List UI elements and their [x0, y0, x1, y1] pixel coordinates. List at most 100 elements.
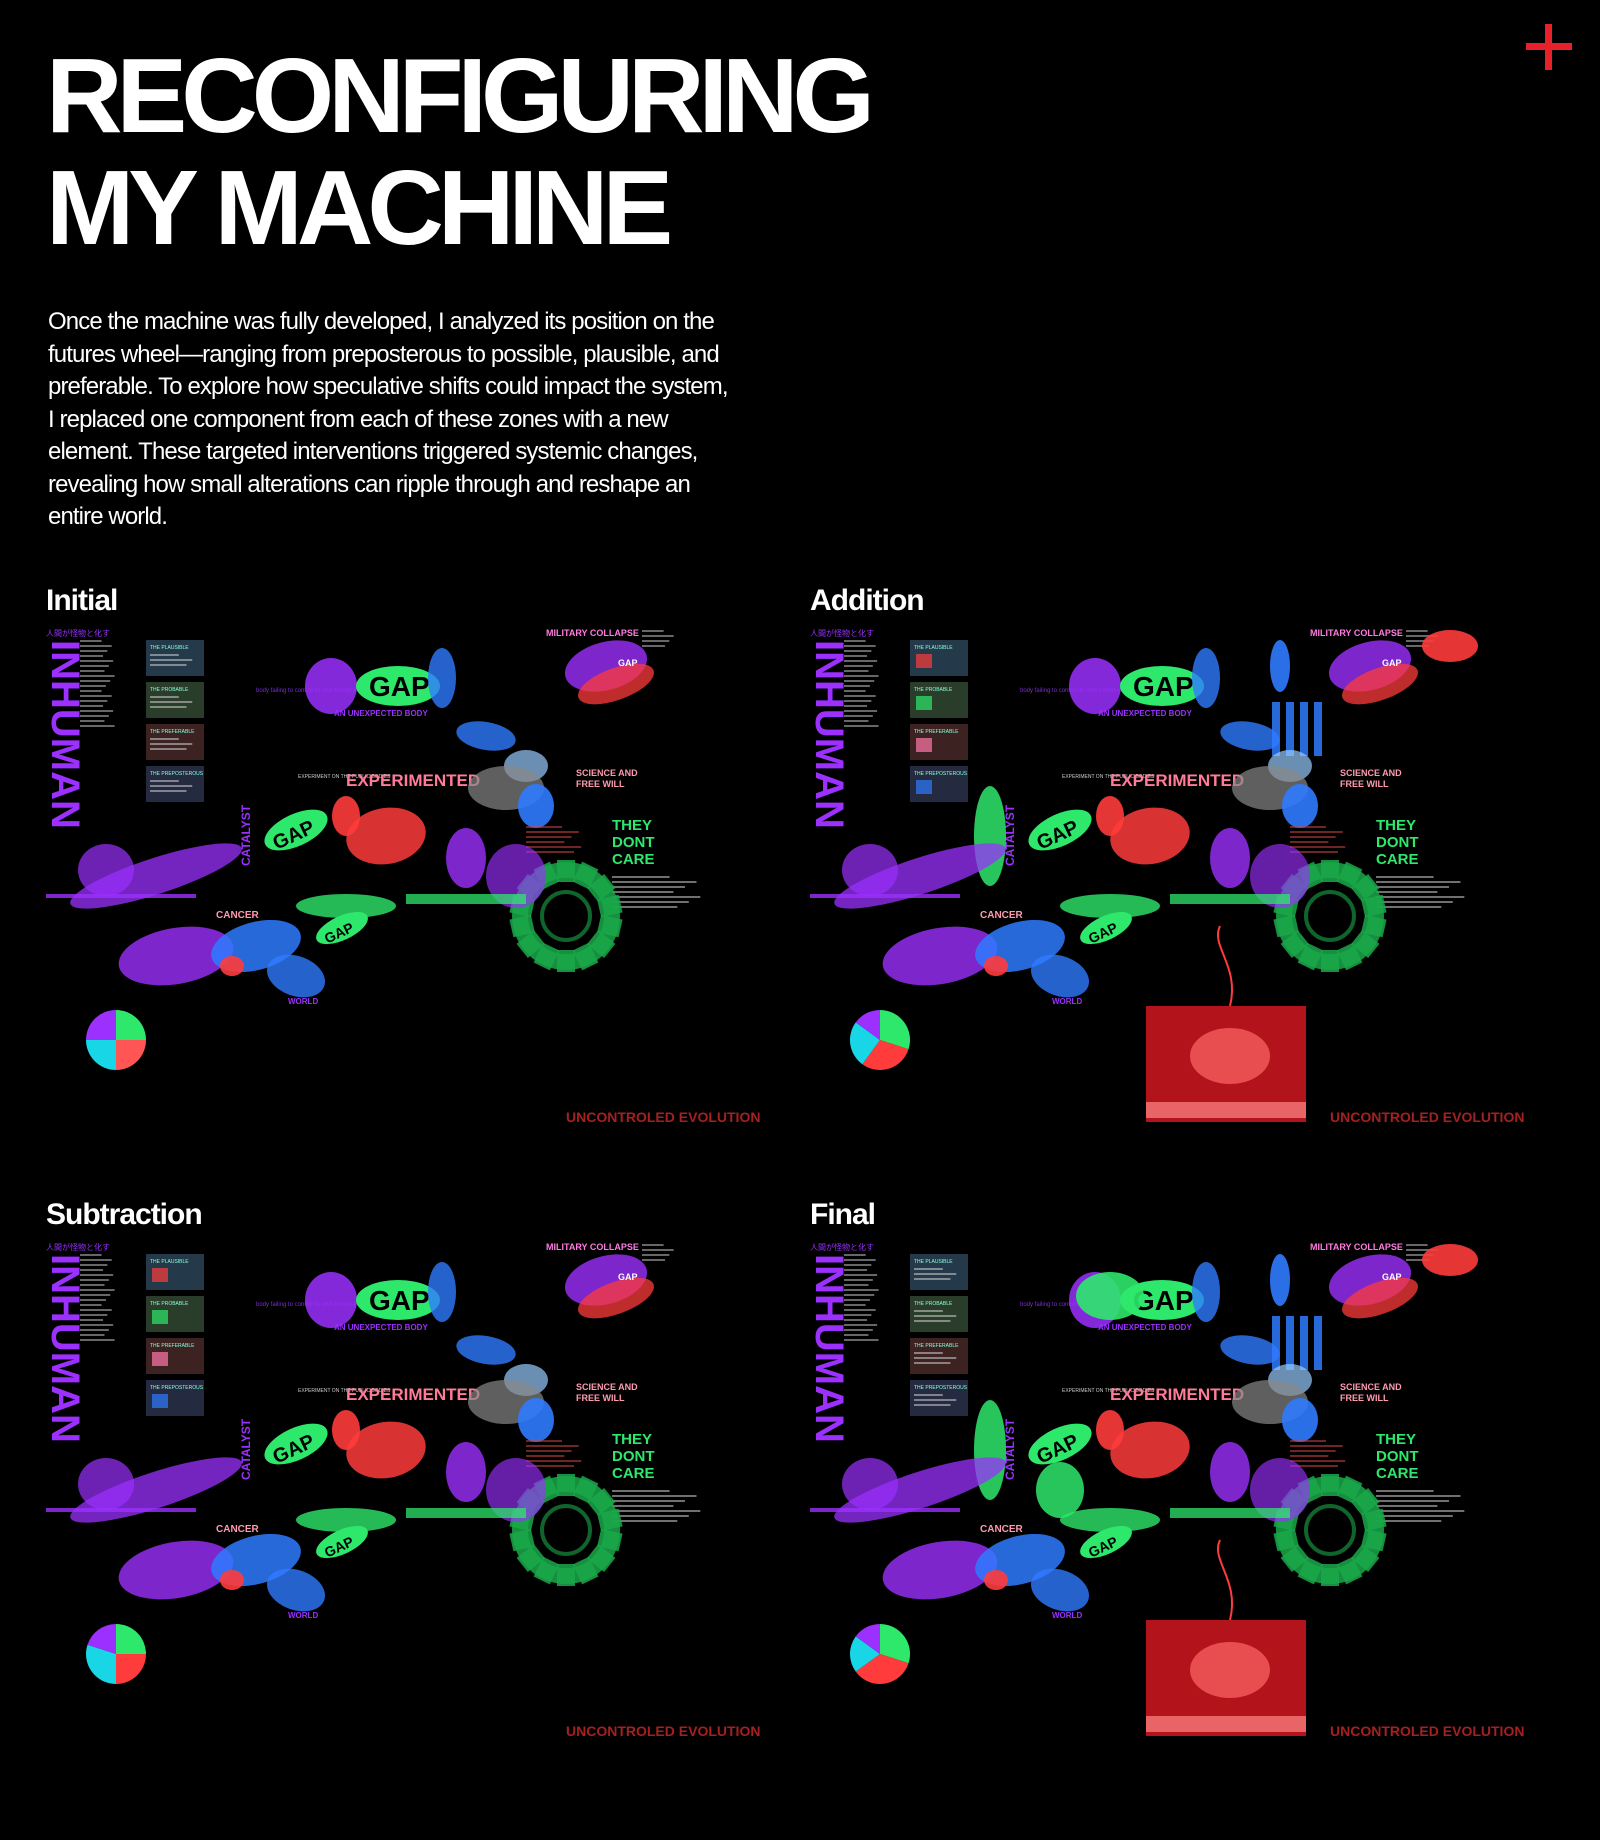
zone-label: THE PREPOSTEROUS — [150, 1385, 204, 1391]
caption-line — [80, 1274, 114, 1276]
caption-line — [1376, 906, 1442, 908]
unexpected-body-label: AN UNEXPECTED BODY — [334, 709, 428, 718]
gap-label: GAP — [1133, 671, 1194, 702]
caption-line — [1290, 1445, 1343, 1447]
blue-head — [518, 1398, 554, 1442]
gap-figure — [1069, 658, 1121, 714]
caption-line — [844, 685, 870, 687]
caption-line — [914, 1315, 957, 1317]
experimented-label: EXPERIMENTED — [1110, 1385, 1244, 1404]
title-line-1: RECONFIGURING — [46, 37, 875, 155]
caption-line — [612, 1510, 701, 1512]
caption-line — [844, 1254, 866, 1256]
zone-card — [146, 640, 204, 676]
caption-line — [526, 1460, 582, 1462]
jp-caption: 人間が怪物と化す — [810, 628, 874, 638]
connector-blue — [456, 1335, 516, 1365]
caption-line — [1376, 1490, 1434, 1492]
added-figure-blue — [1270, 1254, 1290, 1306]
military-label: MILITARY COLLAPSE — [1310, 628, 1403, 638]
purple-figure — [446, 1442, 486, 1502]
red-cluster — [346, 807, 426, 865]
caption-line — [80, 1314, 108, 1316]
caption-line — [844, 710, 878, 712]
caption-line — [80, 715, 109, 717]
inhuman-title: INHUMAN — [810, 1254, 851, 1443]
caption-line — [1290, 846, 1346, 848]
gap-oval-low — [316, 911, 368, 945]
military-blob-red — [1342, 1277, 1418, 1319]
title-line-2: MY MACHINE — [46, 149, 673, 267]
caption-line — [1290, 1455, 1329, 1457]
purple-machine — [118, 926, 234, 986]
caption-line — [914, 1404, 951, 1406]
caption-line — [80, 1259, 112, 1261]
gear-ring — [1276, 862, 1384, 970]
caption-line — [150, 748, 187, 750]
purple-figure — [1210, 828, 1250, 888]
added-red-photo-figure — [1190, 1642, 1270, 1698]
connector-blue — [1220, 1335, 1280, 1365]
gear-ring — [1276, 1476, 1384, 1584]
caption-line — [80, 685, 106, 687]
caption-line — [80, 665, 109, 667]
zone-label: THE PREPOSTEROUS — [914, 771, 968, 777]
caption-line — [914, 1310, 943, 1312]
added-figure-red — [1422, 630, 1478, 662]
caption-line — [844, 1299, 870, 1301]
pie-slice — [85, 1644, 116, 1684]
caption-line — [642, 1249, 674, 1251]
zone-label: THE PLAUSIBLE — [150, 645, 189, 651]
gear-inner-ring — [540, 1504, 592, 1556]
caption-line — [80, 1254, 102, 1256]
caption-line — [612, 876, 670, 878]
caption-line — [844, 1289, 879, 1291]
zone-card — [910, 1254, 968, 1290]
blue-arm — [266, 954, 326, 998]
caption-line — [612, 1505, 674, 1507]
wing-figure — [842, 844, 898, 896]
caption-line — [80, 1294, 111, 1296]
blue-head — [1282, 784, 1318, 828]
caption-line — [844, 715, 873, 717]
connector-blue — [456, 721, 516, 751]
caption-line — [1406, 635, 1438, 637]
pie-slice — [855, 1624, 880, 1654]
caption-line — [1376, 1520, 1442, 1522]
caption-line — [914, 1320, 951, 1322]
gap-oval-low — [316, 1525, 368, 1559]
science-label: SCIENCE AND — [1340, 1382, 1402, 1392]
caption-line — [844, 660, 878, 662]
caption-line — [642, 640, 670, 642]
caption-line — [844, 650, 872, 652]
caption-line — [150, 664, 187, 666]
experiment-small: EXPERIMENT ON THE PUBLIC BODIES — [1062, 774, 1155, 780]
they-dont-care-label: DONT — [1376, 1448, 1419, 1465]
military-label: MILITARY COLLAPSE — [546, 1242, 639, 1252]
zone-card — [146, 766, 204, 802]
panel-title: Addition — [810, 584, 925, 617]
purple-figure-2 — [1250, 844, 1310, 908]
gap-oval — [356, 1280, 440, 1320]
caption-line — [80, 705, 104, 707]
green-bar — [1170, 894, 1290, 904]
gear-ring — [512, 862, 620, 970]
caption-line — [80, 1319, 104, 1321]
caption-line — [150, 696, 179, 698]
zone-card — [146, 724, 204, 760]
jp-caption: 人間が怪物と化す — [46, 628, 110, 638]
zone-label: THE PREFERABLE — [150, 729, 195, 735]
caption-line — [80, 645, 112, 647]
panel-title: Initial — [46, 584, 118, 617]
caption-line — [914, 1352, 943, 1354]
catalyst-label: CATALYST — [1003, 1418, 1017, 1480]
caption-line — [914, 1394, 943, 1396]
they-dont-care-label: CARE — [612, 851, 655, 868]
caption-line — [844, 1259, 876, 1261]
added-red-photo-figure — [1190, 1028, 1270, 1084]
they-dont-care-label: CARE — [612, 1465, 655, 1482]
plus-icon[interactable] — [1526, 24, 1572, 70]
caption-line — [1290, 1460, 1346, 1462]
